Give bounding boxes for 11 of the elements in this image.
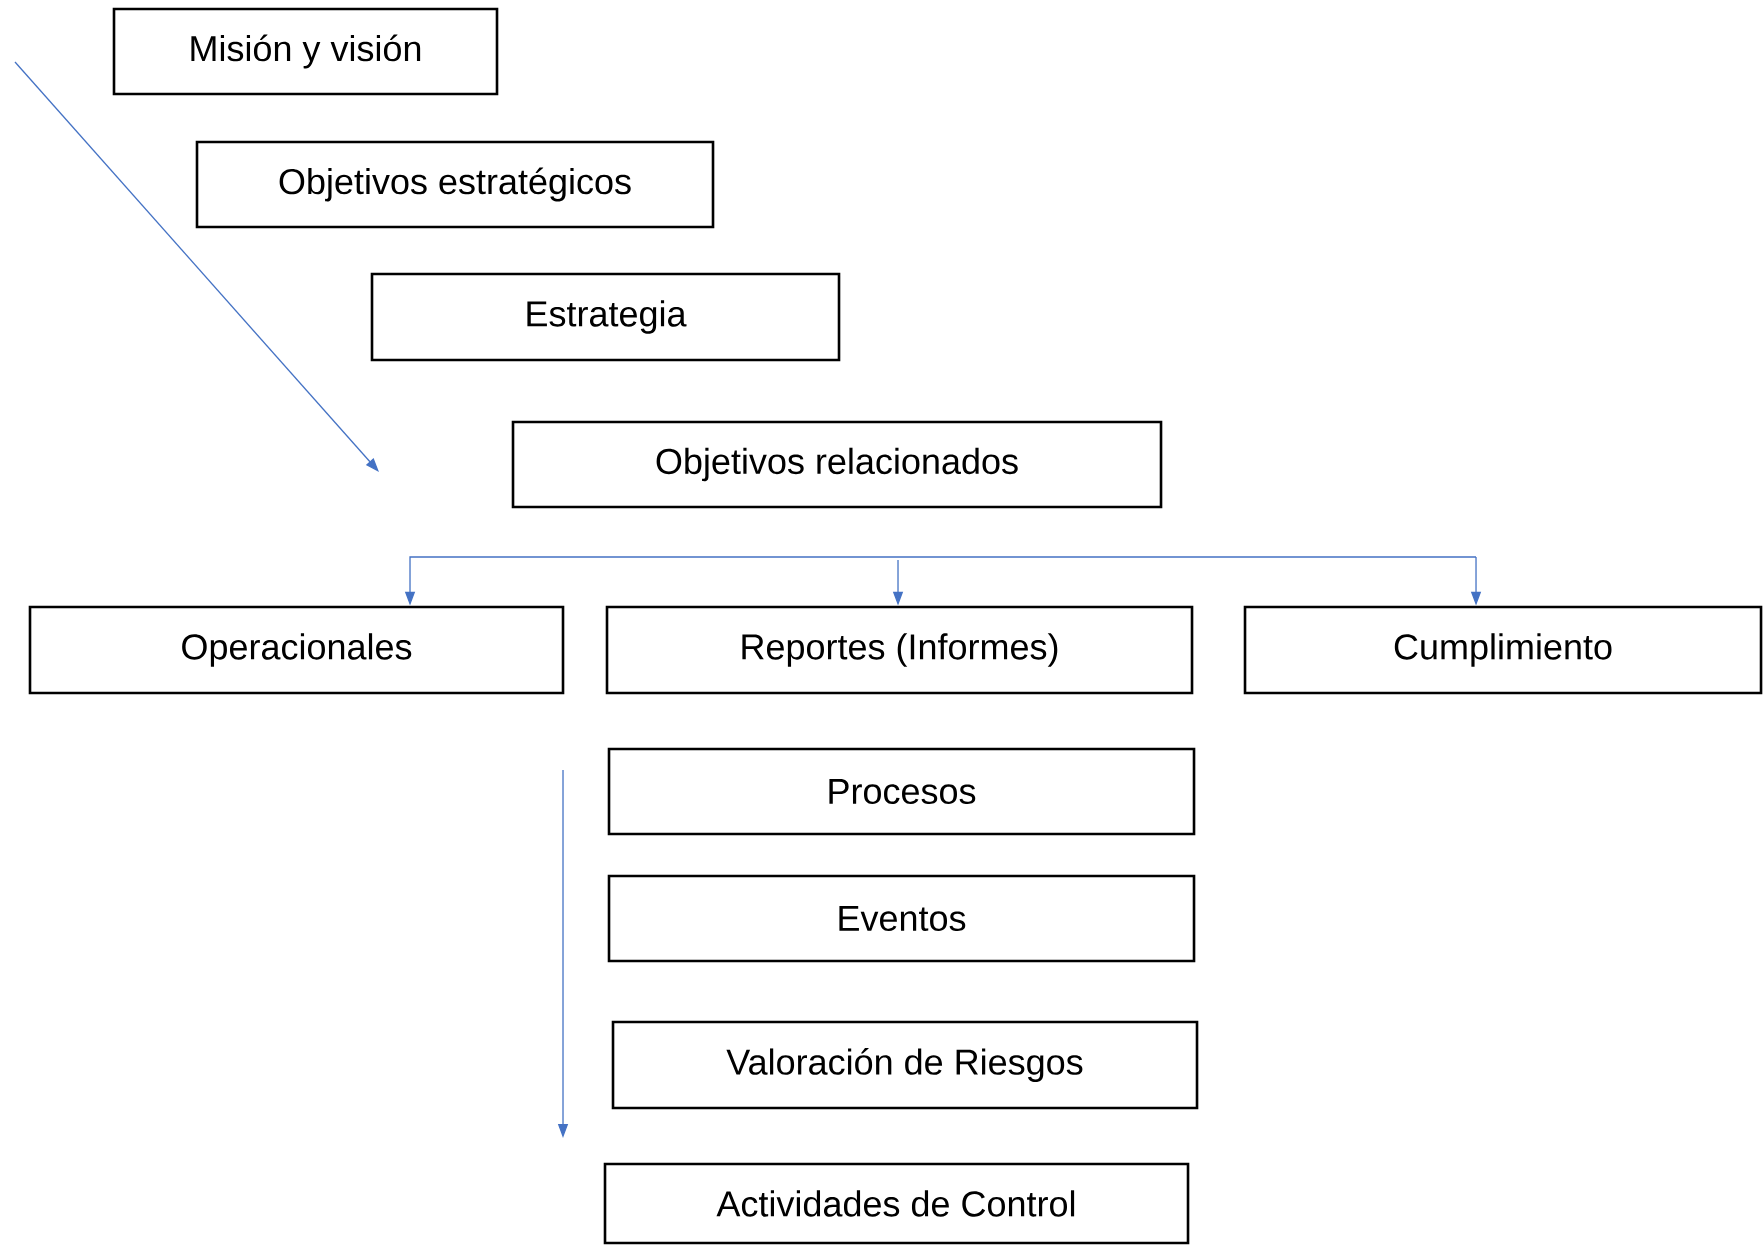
process-box: Operacionales (28, 605, 565, 695)
process-box: Valoración de Riesgos (611, 1020, 1199, 1110)
process-box: Eventos (607, 874, 1196, 963)
process-box: Objetivos estratégicos (195, 140, 715, 229)
process-box: Objetivos relacionados (511, 420, 1163, 509)
process-box: Misión y visión (112, 7, 499, 96)
process-box: Cumplimiento (1243, 605, 1763, 695)
process-box: Actividades de Control (603, 1162, 1190, 1245)
process-box: Reportes (Informes) (605, 605, 1194, 695)
process-box: Estrategia (370, 272, 841, 362)
process-box: Procesos (607, 747, 1196, 836)
